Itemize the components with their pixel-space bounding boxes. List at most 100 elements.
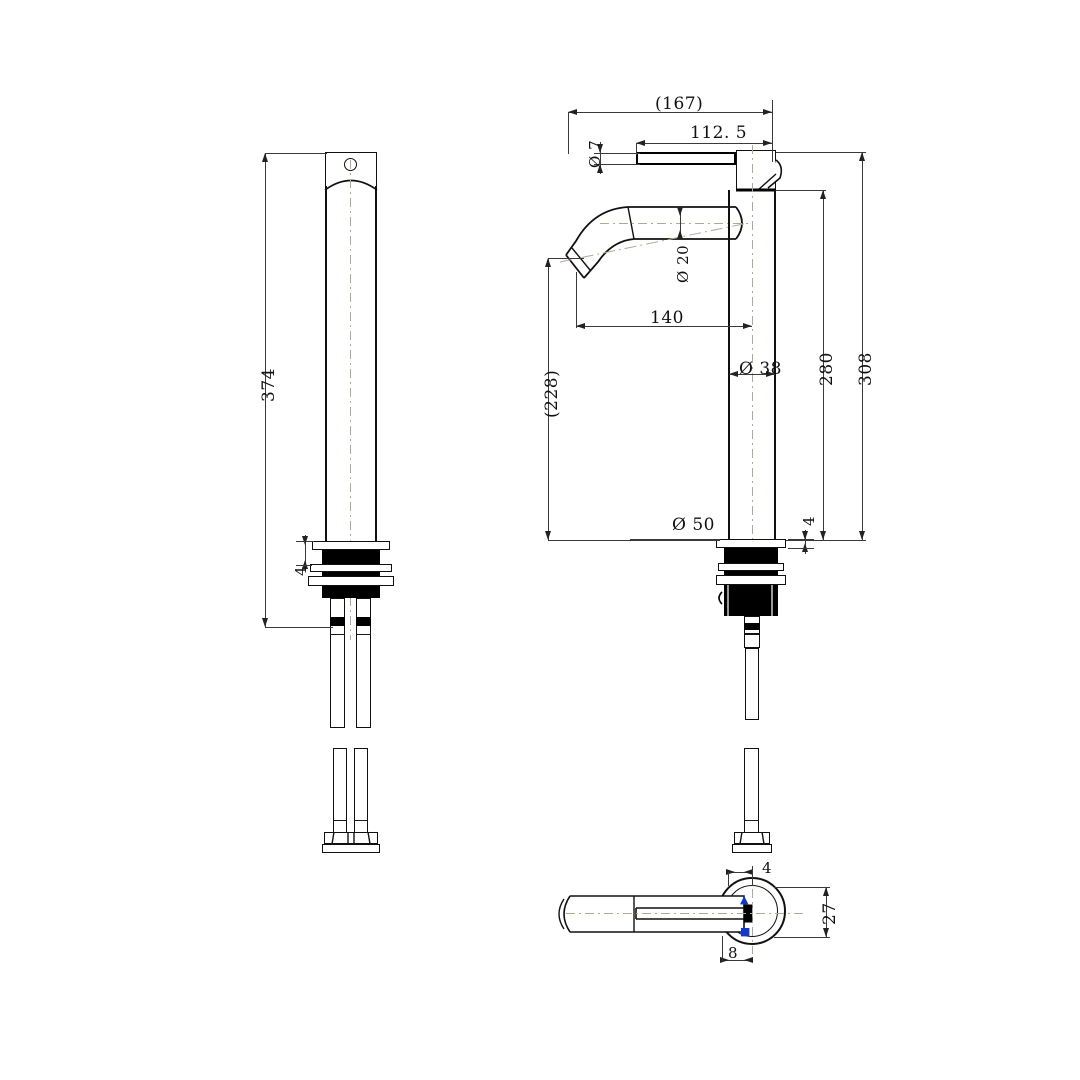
detail-stud-nut (324, 832, 378, 844)
dim-228-line (548, 258, 549, 540)
dim-308-line (862, 152, 863, 540)
dim-4-front-arrow-top (302, 536, 308, 545)
side-base-flange (716, 539, 786, 548)
dim-167-ext-left (568, 112, 569, 154)
dim-p4-ext-left (728, 872, 729, 886)
dim-374-text: 374 (259, 368, 279, 402)
dim-d38-line (729, 374, 775, 375)
front-shank-block (322, 550, 380, 598)
dim-1125-text: 112. 5 (690, 123, 748, 143)
dim-p4-text: 4 (762, 859, 773, 877)
side-washer-1 (718, 563, 784, 571)
dim-280-line (823, 190, 824, 540)
front-stud-right-line (356, 634, 371, 635)
dim-140-ext-left (576, 272, 577, 328)
dim-p27-ext-bottom (774, 937, 830, 938)
dim-140-arrow-left (576, 323, 585, 329)
detail-stud-left (333, 748, 347, 840)
plan-lever-centre-line (566, 913, 806, 914)
side-spout-centre-line (600, 223, 750, 224)
side-body-left-edge (728, 190, 730, 539)
plan-blue-mark-bottom: ■ (740, 925, 751, 938)
detail-stud-right (354, 748, 368, 840)
dim-p4-arrow-right (744, 869, 753, 875)
dim-374-ext-bottom (265, 627, 333, 628)
dim-228-arrow-bottom (545, 531, 551, 540)
dim-374-arrow-bottom (262, 618, 268, 627)
dim-d7-ext-bottom (594, 164, 640, 165)
dim-308-ext-top (776, 152, 866, 153)
dim-4-side-arrow-bottom (802, 543, 808, 552)
dim-4-side-line (805, 530, 806, 554)
dim-d7-ext-top (594, 153, 640, 154)
front-washer-1 (310, 564, 392, 572)
dim-4-side-arrow-top (802, 531, 808, 540)
dim-228-ext-top (548, 258, 584, 259)
dim-4-front-ext-b (296, 565, 312, 566)
front-washer-2 (308, 576, 394, 586)
dim-p8-arrow-left (720, 957, 729, 963)
dim-228-text: (228) (542, 369, 562, 418)
dim-167-arrow-right (763, 109, 772, 115)
dim-140-arrow-right (743, 323, 752, 329)
front-stud-right (356, 598, 371, 728)
detail-side-stud-nut (734, 832, 770, 844)
front-stud-left-thread (330, 617, 345, 626)
detail-side-stud-shaft (744, 748, 759, 840)
dim-p4-line (728, 872, 752, 873)
front-stud-right-thread (356, 617, 371, 626)
front-centre-line (350, 160, 351, 640)
dim-228-arrow-top (545, 258, 551, 267)
dim-140-text: 140 (650, 308, 684, 328)
dim-p8-line (722, 960, 752, 961)
dim-374-ext-top (265, 153, 327, 154)
dim-374-line (265, 153, 266, 627)
dim-d50-text: Ø 50 (672, 515, 715, 535)
plan-blue-mark-top: ▲ (740, 893, 749, 906)
dim-167-line (568, 112, 772, 113)
dim-167-text: (167) (655, 94, 704, 114)
dim-1125-arrow-right (763, 140, 772, 146)
front-body-right-edge (375, 186, 377, 541)
dim-374-arrow-top (262, 153, 268, 162)
plan-boss-centre-line (752, 870, 753, 954)
side-stud-collar (744, 634, 760, 648)
dim-p8-text: 8 (728, 944, 739, 962)
dim-1125-ext-left (636, 143, 637, 155)
front-base-flange (312, 541, 390, 550)
dim-d20-line (680, 207, 681, 239)
dim-p4-ext-right (752, 866, 753, 886)
dim-d7-arrow-top (597, 144, 603, 153)
dim-d38-arrow-left (729, 371, 738, 377)
detail-stud-right-line (354, 820, 368, 821)
dim-d20-text: Ø 20 (674, 244, 692, 283)
dim-4-front-arrow-bottom (302, 560, 308, 569)
dim-d7-arrow-bottom (597, 164, 603, 173)
dim-d38-arrow-right (766, 371, 775, 377)
side-handle-bar-bottom (636, 163, 736, 165)
dim-280-ext-top (776, 190, 826, 191)
dim-d20-arrow-bottom (677, 230, 683, 239)
dim-p27-arrow-bottom (823, 928, 829, 937)
detail-side-stud-line (744, 820, 759, 821)
dim-1125-line (636, 143, 772, 144)
side-stud-thread (744, 623, 760, 630)
dim-308-ext-bottom (786, 540, 866, 541)
side-handle-hub (736, 150, 776, 191)
dim-4-side-text: 4 (800, 515, 818, 526)
dim-d38-text: Ø 38 (739, 359, 782, 379)
dim-167-ext-right (772, 100, 773, 162)
detail-stud-left-line (333, 820, 347, 821)
dim-p4-arrow-left (726, 869, 735, 875)
dim-167-arrow-left (568, 109, 577, 115)
dim-4-side-ext-a (788, 539, 814, 540)
dim-p27-line (826, 887, 827, 937)
dim-308-text: 308 (856, 352, 876, 386)
dim-4-front-ext-a (296, 541, 314, 542)
dim-280-arrow-bottom (820, 531, 826, 540)
